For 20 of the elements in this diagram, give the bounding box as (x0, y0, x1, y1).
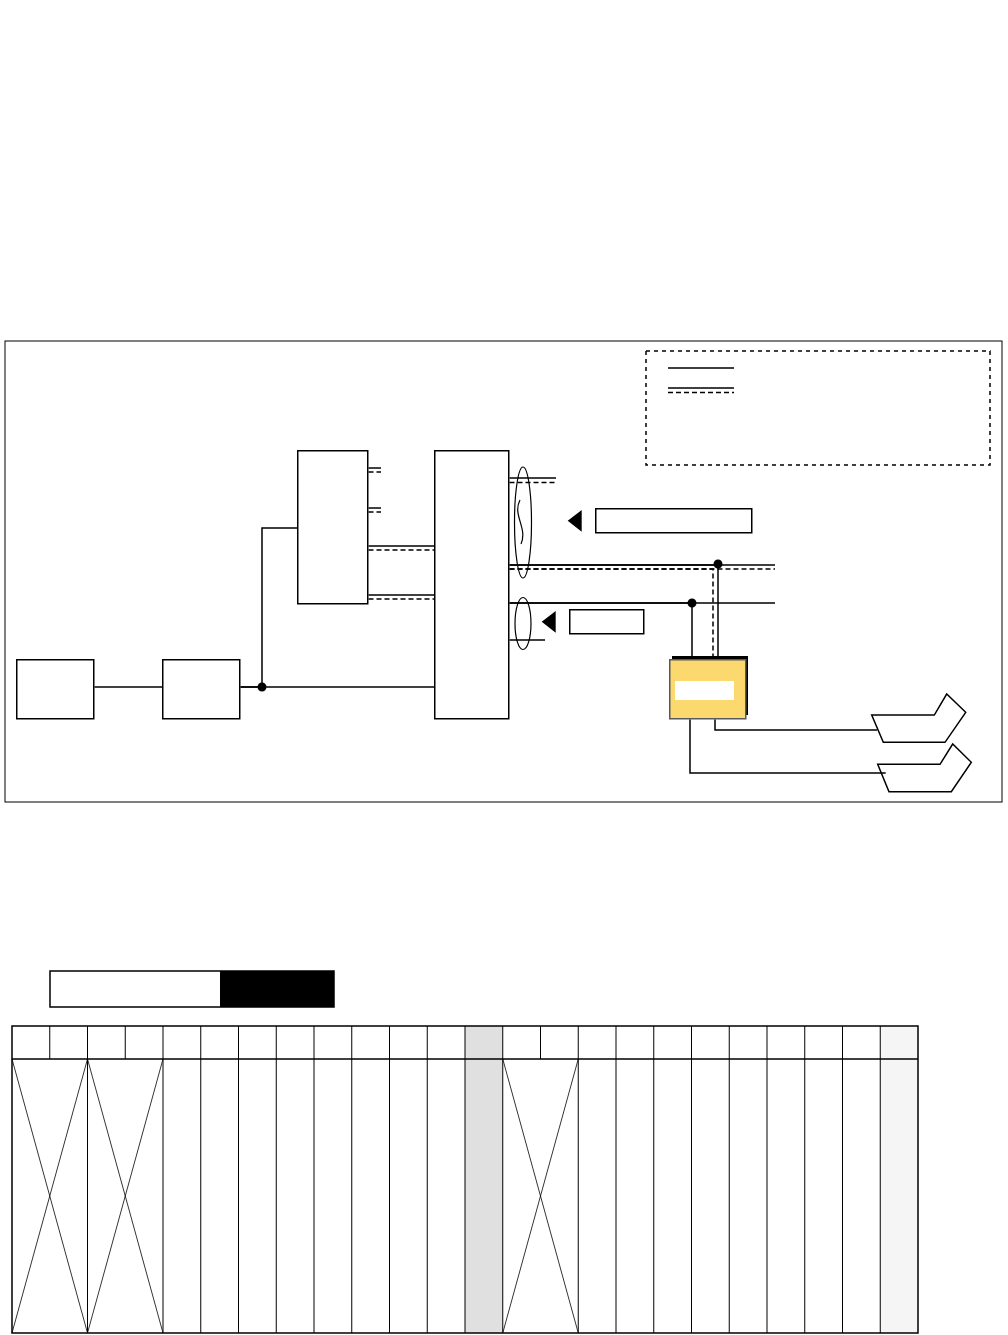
cable-line (239, 527, 298, 688)
tag-box (569, 609, 645, 635)
device-box (669, 656, 748, 720)
cable-line (689, 718, 887, 774)
cable-line (367, 467, 382, 473)
cable-line (508, 477, 557, 484)
connector-symbol (876, 742, 973, 793)
cable-line (93, 686, 163, 688)
cable-line (714, 718, 878, 731)
block-box (297, 450, 369, 605)
cable-line (367, 507, 382, 513)
cable-line (508, 602, 693, 660)
cable-line (367, 594, 435, 600)
tag-box (595, 508, 753, 534)
cable-line (508, 639, 546, 641)
block-box (434, 450, 510, 720)
block-box (162, 659, 241, 720)
block-box (16, 659, 95, 720)
cable-line (367, 545, 435, 551)
connector-symbol (870, 692, 967, 744)
